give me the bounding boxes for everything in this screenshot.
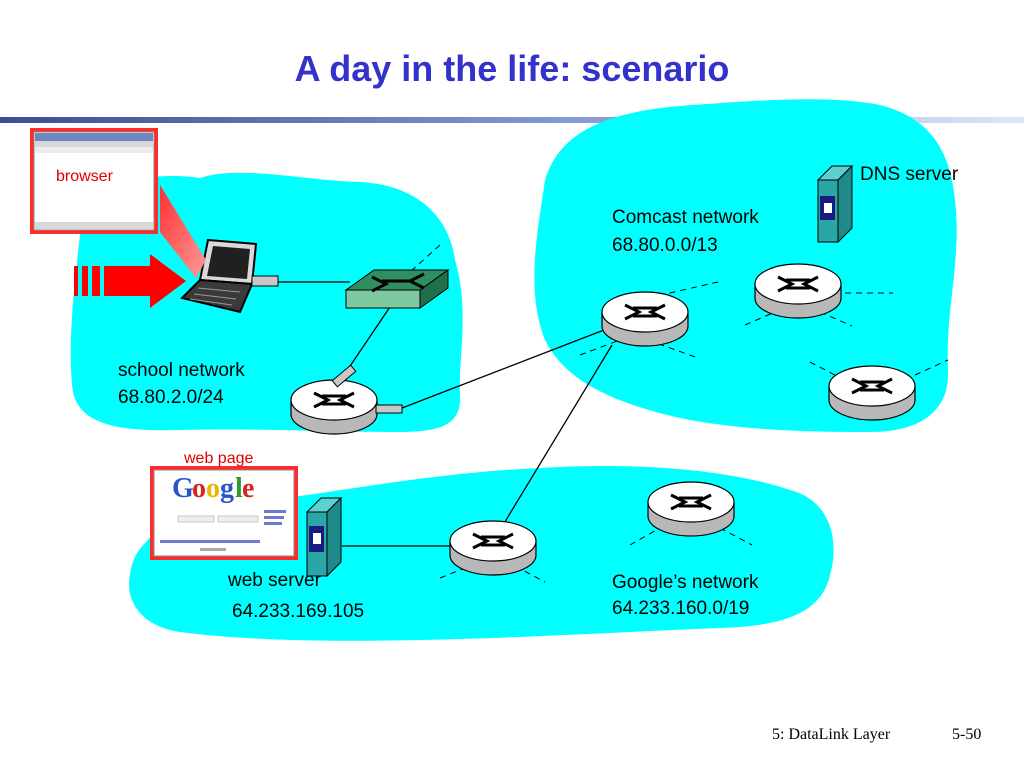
school-network-prefix: 68.80.2.0/24 (118, 387, 224, 408)
link-switch-school-router (341, 297, 397, 379)
dns-server-icon (816, 164, 854, 244)
comcast-router-icon (600, 290, 690, 348)
svg-text:G: G (172, 473, 194, 504)
google-logo: G o o g l e (172, 473, 254, 504)
browser-beam (160, 185, 206, 278)
web-server-label: web server (228, 570, 321, 591)
title-divider (0, 117, 1024, 123)
router-port-icon (375, 404, 403, 414)
comcast-router-3-icon (827, 364, 917, 422)
laptop-icon (180, 238, 279, 314)
web-server-ip: 64.233.169.105 (232, 601, 365, 622)
footer-page-number: 5-50 (952, 726, 982, 743)
svg-text:g: g (220, 473, 234, 504)
svg-text:l: l (235, 473, 243, 504)
google-network-label: Google’s network (612, 572, 759, 593)
browser-label: browser (56, 168, 113, 185)
google-router-2-icon (646, 480, 736, 538)
switch-icon (344, 269, 450, 309)
browser-window (30, 128, 158, 234)
web-page-thumbnail (150, 466, 298, 560)
school-router-icon (289, 378, 379, 436)
slide-title: A day in the life: scenario (294, 48, 730, 89)
footer-chapter: 5: DataLink Layer (772, 726, 891, 743)
arrow-icon (74, 254, 186, 308)
svg-text:e: e (242, 473, 254, 504)
google-network-prefix: 64.233.160.0/19 (612, 598, 750, 619)
comcast-network-label: Comcast network (612, 207, 759, 228)
link-comcast-google (499, 344, 613, 531)
web-server-icon (305, 496, 343, 578)
web-page-label: web page (184, 450, 254, 467)
svg-text:o: o (192, 473, 206, 504)
comcast-router-2-icon (753, 262, 843, 320)
router-port-icon (331, 364, 357, 388)
google-router-icon (448, 519, 538, 577)
comcast-network-prefix: 68.80.0.0/13 (612, 235, 718, 256)
dns-server-label: DNS server (860, 164, 959, 185)
school-network-label: school network (118, 360, 245, 381)
link-school-comcast (401, 329, 605, 409)
svg-text:o: o (206, 473, 220, 504)
